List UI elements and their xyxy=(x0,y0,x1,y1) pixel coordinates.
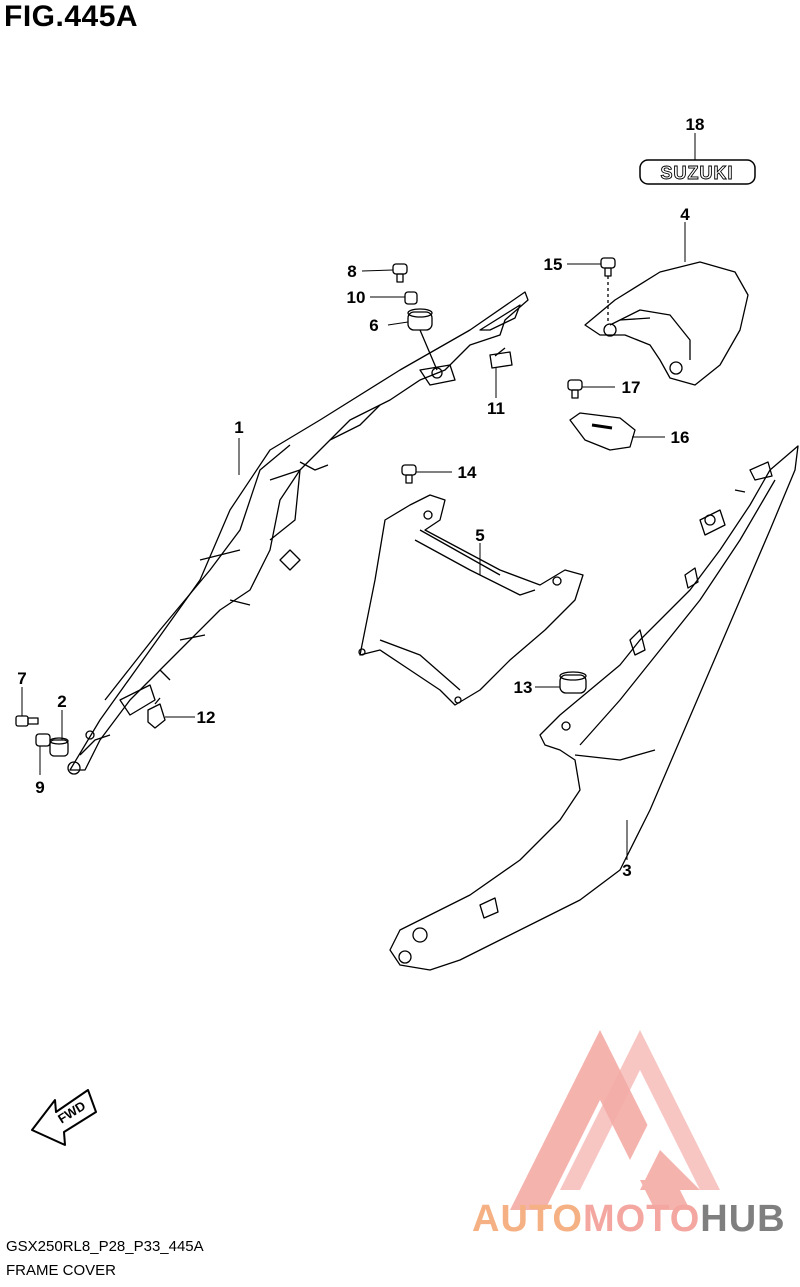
callout-18: 18 xyxy=(686,115,705,134)
callout-3: 3 xyxy=(622,861,631,880)
part-13-cushion xyxy=(559,671,587,694)
part-18-emblem xyxy=(639,159,756,185)
part-12-clip xyxy=(147,697,166,729)
figure-title: FIG.445A xyxy=(4,0,139,33)
part-3-frame-cover-right xyxy=(389,445,799,971)
model-code: GSX250RL8_P28_P33_445A xyxy=(6,1238,204,1255)
part-14-screw xyxy=(401,464,417,484)
callout-2: 2 xyxy=(57,692,66,711)
watermark-auto: AUTO xyxy=(472,1198,583,1240)
callout-5: 5 xyxy=(475,526,484,545)
callout-13: 13 xyxy=(514,678,533,697)
callout-12: 12 xyxy=(197,708,216,727)
part-16-bracket xyxy=(569,412,636,451)
callout-labels: 1 2 3 4 5 6 7 8 9 10 11 12 13 14 15 16 1… xyxy=(17,115,704,880)
callout-7: 7 xyxy=(17,669,26,688)
part-5-center-cover xyxy=(358,494,584,706)
callout-10: 10 xyxy=(347,288,366,307)
part-15-screw xyxy=(600,257,616,325)
callout-4: 4 xyxy=(680,205,690,224)
part-1-frame-cover-left xyxy=(67,291,529,775)
part-2-grommet xyxy=(49,737,69,757)
callout-11: 11 xyxy=(487,399,505,418)
emblem-text: SUZUKI xyxy=(661,163,734,183)
part-4-tail-cover xyxy=(584,261,749,386)
watermark-text: AUTOMOTOHUB xyxy=(472,1198,786,1241)
watermark-moto: MOTO xyxy=(582,1198,701,1240)
part-11-nut-clip xyxy=(489,347,513,369)
part-10-collar xyxy=(404,291,418,305)
part-9-collar xyxy=(35,733,51,747)
watermark-hub: HUB xyxy=(700,1198,786,1240)
fwd-arrow-icon xyxy=(31,1089,97,1146)
callout-17: 17 xyxy=(622,378,641,397)
callout-14: 14 xyxy=(458,463,477,482)
part-6-cushion xyxy=(407,308,433,331)
callout-15: 15 xyxy=(544,255,563,274)
callout-8: 8 xyxy=(347,262,356,281)
leader-lines xyxy=(21,133,696,860)
callout-16: 16 xyxy=(671,428,690,447)
watermark-logo xyxy=(510,1030,720,1210)
part-17-bolt xyxy=(567,379,583,399)
callout-6: 6 xyxy=(369,316,378,335)
callout-9: 9 xyxy=(35,778,44,797)
part-8-screw xyxy=(392,263,408,283)
callout-1: 1 xyxy=(234,418,243,437)
part-7-bolt xyxy=(15,715,39,727)
section-name: FRAME COVER xyxy=(6,1262,117,1279)
